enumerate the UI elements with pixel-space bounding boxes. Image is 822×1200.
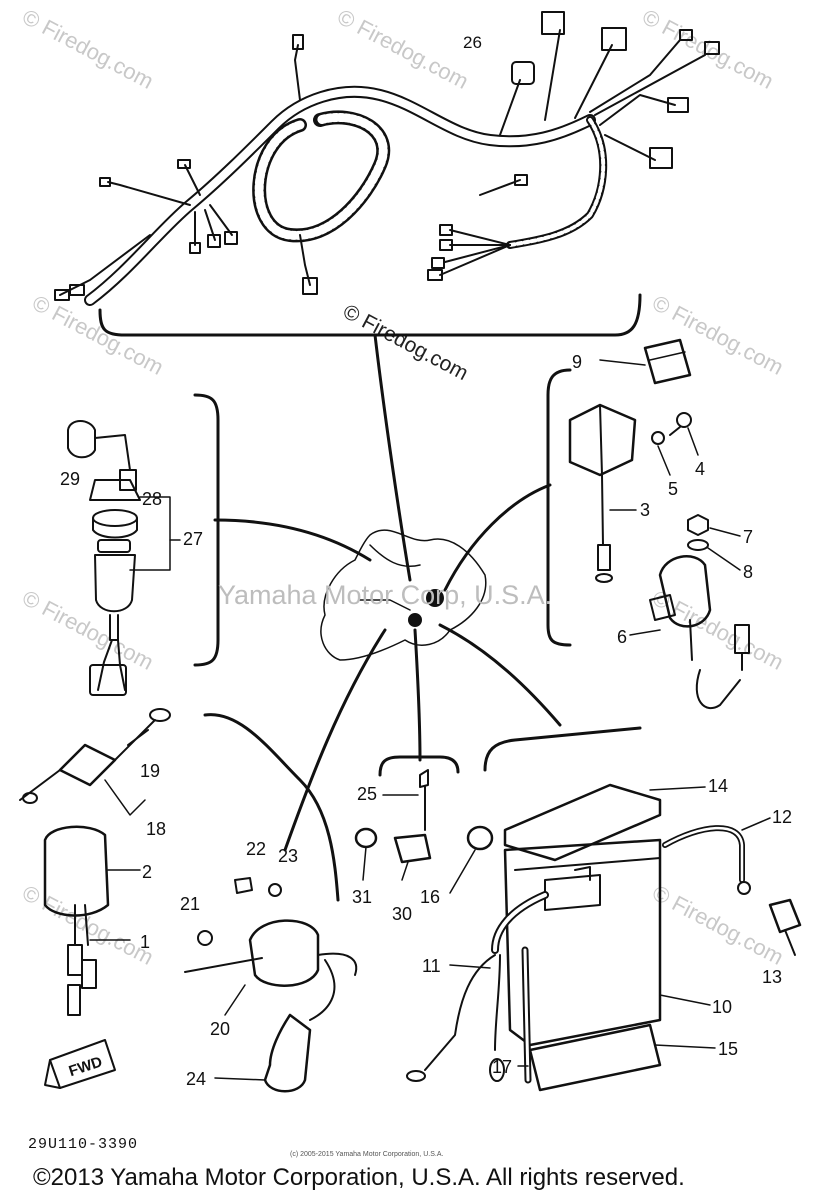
leader-7: [709, 527, 741, 537]
leader-19: [104, 779, 146, 816]
leader-9: [599, 359, 646, 366]
copyright-footer: ©2013 Yamaha Motor Corporation, U.S.A. A…: [33, 1164, 685, 1191]
battery-pad-15: [528, 1023, 662, 1092]
bracket-25: [378, 755, 460, 777]
callout-20: 20: [210, 1019, 230, 1039]
leader-11: [449, 964, 491, 969]
callout-29: 29: [60, 469, 80, 489]
bracket-27: [193, 393, 220, 667]
callout-28: 28: [142, 489, 162, 509]
callout-23: 23: [278, 846, 298, 866]
leader-12: [741, 817, 771, 831]
bracket-battery: [483, 726, 642, 772]
main-switch-27: [89, 479, 141, 696]
callout-11: 11: [422, 956, 441, 976]
washer-31: [354, 827, 378, 849]
leader-30: [401, 861, 409, 881]
callout-15: 15: [718, 1039, 738, 1059]
leader-24: [214, 1077, 266, 1081]
bolt-13: [768, 898, 802, 956]
bracket-24: [203, 713, 340, 902]
callout-30: 30: [392, 904, 412, 924]
callout-13: 13: [762, 967, 782, 987]
callout-7: 7: [743, 527, 753, 547]
callout-31: 31: [352, 887, 372, 907]
leader-31: [362, 846, 367, 881]
callout-4: 4: [695, 459, 705, 479]
bracket-3: [546, 368, 572, 647]
callout-5: 5: [668, 479, 678, 499]
nut-7: [687, 514, 709, 536]
callout-16: 16: [420, 887, 440, 907]
battery-cable-12: [662, 825, 751, 895]
leader-16: [449, 849, 476, 894]
fwd-arrow: [44, 1039, 116, 1089]
bolt-4: [669, 412, 692, 436]
leader-6: [629, 629, 661, 636]
atv-silhouette: [320, 529, 487, 661]
battery-cover-14: [503, 783, 662, 862]
callout-17: 17: [492, 1057, 512, 1077]
callout-1: 1: [140, 932, 150, 952]
callout-3: 3: [640, 500, 650, 520]
leader-14: [649, 786, 706, 791]
wire-harness-26: [54, 11, 720, 306]
callout-18: 18: [146, 819, 166, 839]
battery-cable-11: [406, 891, 549, 1082]
callout-26: 26: [463, 33, 482, 52]
starter-relay-6: [649, 555, 750, 710]
callout-6: 6: [617, 627, 627, 647]
callout-24: 24: [186, 1069, 206, 1089]
callout-22: 22: [246, 839, 266, 859]
bracket-harness: [98, 293, 642, 337]
bolt-22: [234, 877, 253, 894]
relay-2: [43, 825, 110, 1016]
callout-25: 25: [357, 784, 377, 804]
leader-10: [659, 994, 711, 1006]
callout-14: 14: [708, 776, 728, 796]
battery-10: [503, 838, 662, 1047]
washer-5: [651, 431, 665, 445]
plug-25: [393, 769, 432, 864]
callout-2: 2: [142, 862, 152, 882]
leader-20: [224, 984, 246, 1016]
cover-9: [643, 338, 692, 385]
washer-23: [268, 883, 282, 897]
bolt-21: [197, 930, 213, 946]
small-copyright: (c) 2005-2015 Yamaha Motor Corporation, …: [290, 1151, 444, 1158]
callout-19: 19: [140, 761, 160, 781]
connection-lines: [213, 333, 562, 852]
fuse-holder-19: [19, 708, 171, 804]
callout-9: 9: [572, 352, 582, 372]
grommet-16: [466, 825, 494, 851]
leader-8: [707, 547, 741, 571]
leader-5: [657, 445, 671, 476]
regulator-3: [568, 403, 637, 583]
ignition-coil-20: [184, 919, 358, 1093]
callout-10: 10: [712, 997, 732, 1017]
leader-15: [654, 1044, 716, 1049]
callout-8: 8: [743, 562, 753, 582]
diagram-code: 29U110-3390: [28, 1136, 139, 1153]
center-watermark: Yamaha Motor Corp, U.S.A.: [218, 580, 553, 610]
callout-12: 12: [772, 807, 792, 827]
breather-hose-17: [521, 946, 532, 1084]
callout-27: 27: [183, 529, 203, 549]
washer-8: [687, 539, 709, 551]
leader-4: [687, 427, 699, 456]
leader-28: [129, 496, 171, 571]
callout-21: 21: [180, 894, 200, 914]
